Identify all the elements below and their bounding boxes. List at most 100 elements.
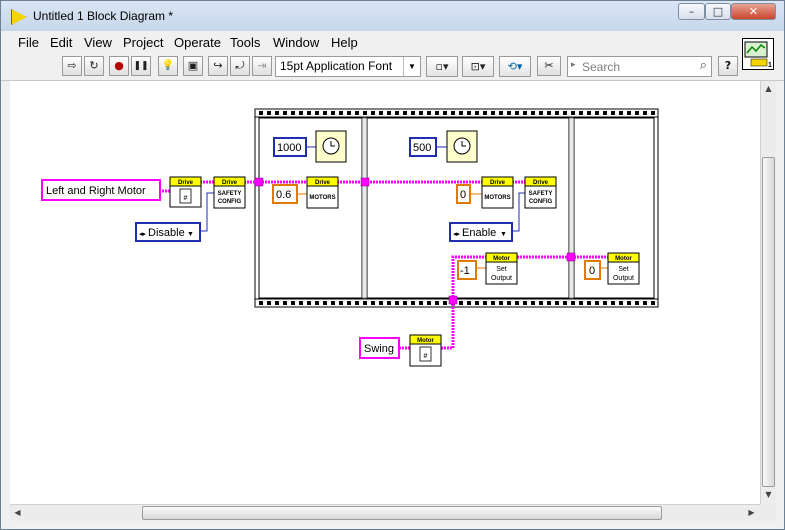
wait-ms-constant-2[interactable]: 500 — [409, 137, 437, 157]
motor-header-2: Motor — [615, 256, 632, 262]
menu-view[interactable]: View — [84, 35, 112, 50]
vi-icon-number: 1 — [768, 62, 772, 69]
chevron-down-icon[interactable]: ▼ — [187, 231, 194, 238]
safety-label-left: SAFETY — [218, 191, 242, 197]
abort-icon[interactable]: ● — [109, 56, 129, 76]
wait-1-value: 1000 — [277, 142, 301, 154]
drive-motors-subvi-2[interactable]: Drive MOTORS — [481, 176, 514, 209]
horizontal-scroll-thumb[interactable] — [142, 506, 662, 520]
file-hash-icon: # — [424, 353, 428, 360]
enable-enum-constant[interactable]: ◂▸ Enable ▼ — [449, 222, 513, 242]
motors-label-1: MOTORS — [309, 195, 335, 201]
enum-increment-icon[interactable]: ◂▸ — [139, 231, 147, 238]
left-right-motor-label: Left and Right Motor — [46, 185, 146, 197]
reorder-dropdown[interactable]: ⟲▾ — [499, 56, 531, 77]
file-hash-icon: # — [184, 195, 188, 202]
vertical-scroll-thumb[interactable] — [762, 157, 775, 487]
output-label-2: Output — [613, 275, 634, 282]
title-bar[interactable]: Untitled 1 Block Diagram * – □ ✕ — [1, 1, 784, 31]
zero-constant-a[interactable]: 0 — [456, 184, 471, 204]
neg-one-constant[interactable]: -1 — [457, 260, 477, 280]
vi-icon-graphic: 1 — [744, 41, 772, 69]
search-icon[interactable]: ⌕ — [699, 58, 707, 73]
help-icon[interactable]: ? — [718, 56, 738, 76]
motor-set-output-subvi-2[interactable]: Motor Set Output — [607, 252, 640, 285]
highlight-execution-icon[interactable]: 💡 — [158, 56, 178, 76]
drive-safety-header-right: Drive — [533, 180, 549, 186]
align-objects-dropdown[interactable]: ▫▾ — [426, 56, 458, 77]
scroll-left-icon[interactable]: ◀ — [14, 508, 21, 517]
disable-label: Disable — [148, 227, 185, 239]
vi-icon[interactable]: 1 — [742, 38, 774, 70]
block-diagram-canvas[interactable]: Left and Right Motor Drive # Drive SAFET… — [10, 81, 760, 504]
swing-constant[interactable]: Swing — [359, 337, 400, 359]
step-out-icon[interactable]: ⇥ — [252, 56, 272, 76]
speed-constant[interactable]: 0.6 — [272, 184, 298, 204]
minimize-button[interactable]: – — [678, 3, 705, 20]
drive-safety-config-subvi-left[interactable]: Drive SAFETY CONFIG — [213, 176, 246, 209]
zero-constant-b[interactable]: 0 — [584, 260, 601, 280]
wait-ms-function-2[interactable] — [446, 130, 478, 163]
menu-project[interactable]: Project — [123, 35, 164, 50]
chevron-down-icon: ▼ — [403, 57, 420, 76]
vertical-scrollbar[interactable]: ▲ ▼ — [760, 81, 776, 504]
block-diagram: Left and Right Motor Drive # Drive SAFET… — [41, 108, 659, 367]
step-over-icon[interactable]: ⤾ — [230, 56, 250, 76]
set-label-1: Set — [496, 266, 507, 273]
disable-enum-constant[interactable]: ◂▸ Disable ▼ — [135, 222, 201, 242]
wait-ms-function-1[interactable] — [315, 130, 347, 163]
menu-help[interactable]: Help — [331, 35, 358, 50]
resize-grip-icon[interactable] — [760, 504, 776, 521]
motor-open-subvi[interactable]: Motor # — [409, 334, 442, 367]
toolbar: ⇨ ↻ ● ❚❚ 💡 ▣ ↪ ⤾ ⇥ 15pt Application Font… — [1, 53, 784, 81]
set-label-2: Set — [618, 266, 629, 273]
neg-one-value: -1 — [460, 265, 470, 277]
drive-motors-header-2: Drive — [490, 180, 506, 186]
scroll-right-icon[interactable]: ▶ — [748, 508, 755, 517]
zero-b-value: 0 — [589, 265, 595, 277]
menu-bar: File Edit View Project Operate Tools Win… — [1, 31, 784, 53]
restore-button[interactable]: □ — [705, 3, 731, 20]
search-input[interactable] — [582, 58, 688, 75]
config-label-right: CONFIG — [529, 199, 553, 205]
horizontal-scrollbar[interactable]: ◀ ▶ — [10, 504, 760, 521]
distribute-objects-dropdown[interactable]: ⊡▾ — [462, 56, 494, 77]
drive-motors-header-1: Drive — [315, 180, 331, 186]
menu-tools[interactable]: Tools — [230, 35, 261, 50]
font-selector[interactable]: 15pt Application Font ▼ — [275, 56, 421, 77]
motor-header-1: Motor — [493, 256, 510, 262]
pause-icon[interactable]: ❚❚ — [131, 56, 151, 76]
run-continuously-icon[interactable]: ↻ — [84, 56, 104, 76]
enum-increment-icon[interactable]: ◂▸ — [453, 231, 461, 238]
menu-edit[interactable]: Edit — [50, 35, 73, 50]
wait-ms-constant-1[interactable]: 1000 — [273, 137, 307, 157]
search-box[interactable]: ▸ ⌕ — [567, 56, 712, 77]
motors-label-2: MOTORS — [484, 195, 510, 201]
clean-up-diagram-icon[interactable]: ✂ — [537, 56, 561, 76]
menu-window[interactable]: Window — [273, 35, 320, 50]
menu-file[interactable]: File — [18, 35, 39, 50]
drive-motors-subvi-1[interactable]: Drive MOTORS — [306, 176, 339, 209]
retain-wire-values-icon[interactable]: ▣ — [183, 56, 203, 76]
motor-set-output-subvi-1[interactable]: Motor Set Output — [485, 252, 518, 285]
wait-2-value: 500 — [413, 142, 431, 154]
drive-safety-header-left: Drive — [222, 180, 238, 186]
chevron-down-icon[interactable]: ▼ — [500, 231, 507, 238]
output-label-1: Output — [491, 275, 512, 282]
drive-open-subvi[interactable]: Drive # — [169, 176, 202, 208]
labview-app-icon — [11, 9, 27, 25]
close-button[interactable]: ✕ — [731, 3, 776, 20]
scroll-down-icon[interactable]: ▼ — [765, 490, 772, 499]
step-into-icon[interactable]: ↪ — [208, 56, 228, 76]
config-label-left: CONFIG — [218, 199, 242, 205]
swing-label: Swing — [364, 343, 394, 355]
scroll-up-icon[interactable]: ▲ — [765, 84, 772, 93]
run-icon[interactable]: ⇨ — [62, 56, 82, 76]
left-right-motor-constant[interactable]: Left and Right Motor — [41, 179, 161, 201]
menu-operate[interactable]: Operate — [174, 35, 221, 50]
drive-safety-config-subvi-right[interactable]: Drive SAFETY CONFIG — [524, 176, 557, 209]
speed-value: 0.6 — [276, 189, 291, 201]
numeric-wires — [296, 193, 608, 269]
search-options-icon[interactable]: ▸ — [571, 60, 576, 70]
